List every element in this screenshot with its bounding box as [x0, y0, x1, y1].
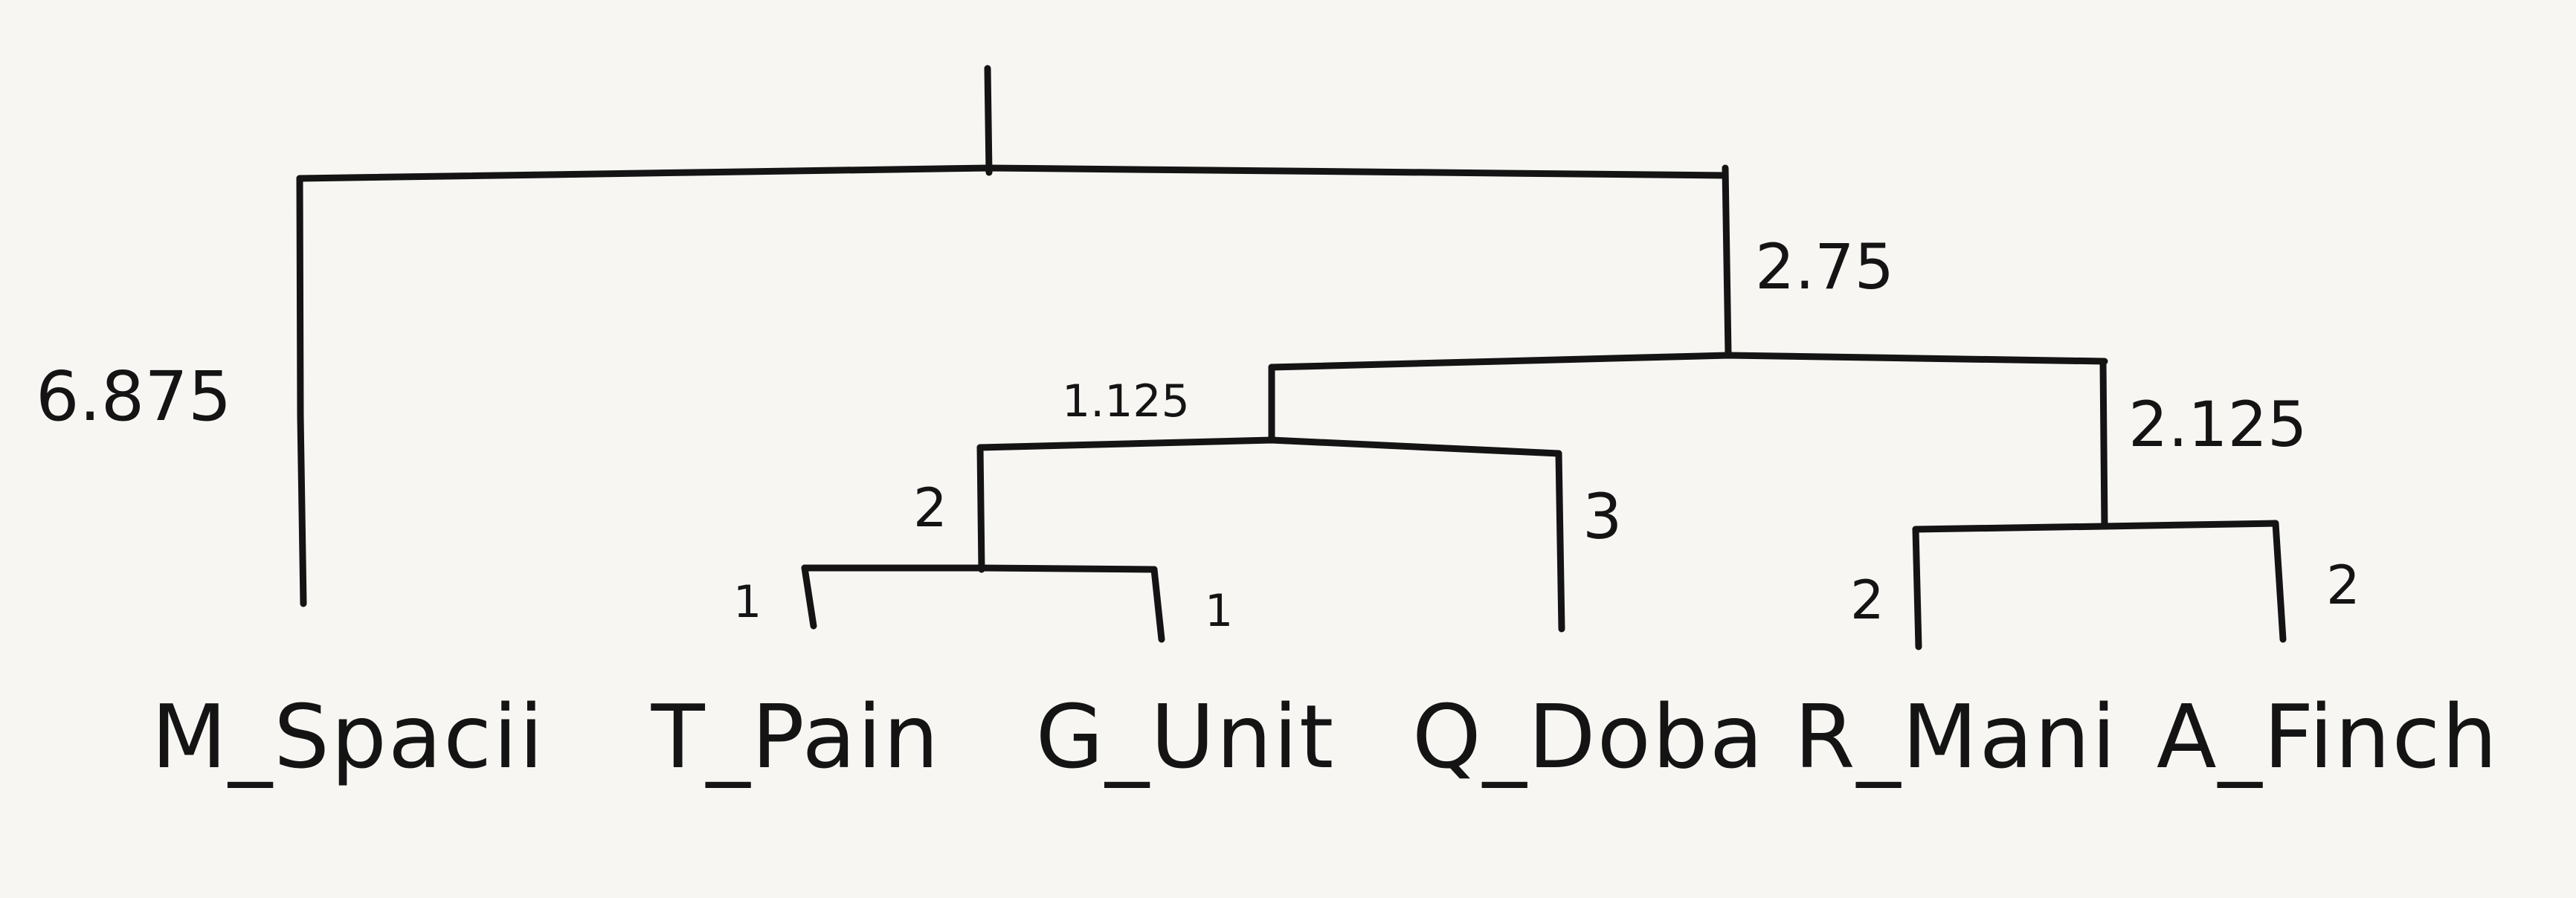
branch-tpain-gunit: [976, 444, 985, 573]
length-label-tpain-gunit-qdoba: 1.125: [1062, 375, 1190, 427]
length-label-rmani: 2: [1850, 569, 1884, 631]
leaf-label: G_Unit: [1036, 685, 1336, 788]
branch-rmani: [1912, 526, 1922, 650]
length-label-tpain: 1: [733, 576, 761, 628]
leaf-label: M_Spacii: [151, 685, 544, 788]
branch-right-clade: [1722, 164, 1732, 358]
branch-gunit: [1150, 566, 1165, 643]
leaf-label: Q_Doba: [1412, 685, 1765, 788]
rmani-afinch-connector: [1912, 520, 2279, 533]
length-label-rmani-afinch: 2.125: [2128, 388, 2307, 461]
leaf-label: R_Mani: [1794, 685, 2118, 788]
tpain-gunit-connector: [801, 564, 1158, 573]
length-label-m-spacii: 6.875: [36, 357, 231, 436]
leaf-label: A_Finch: [2157, 685, 2499, 788]
root-stem: [984, 65, 993, 176]
length-label-right-clade: 2.75: [1755, 230, 1894, 303]
branch-m-spacii: [296, 175, 307, 607]
branch-tpain: [801, 564, 817, 630]
branch-afinch: [2272, 520, 2287, 643]
branch-qdoba: [1555, 450, 1565, 633]
right-clade-connector: [1268, 352, 2108, 371]
root-connector: [296, 164, 1729, 182]
length-label-qdoba: 3: [1582, 480, 1622, 553]
length-label-afinch: 2: [2326, 554, 2360, 616]
tpain-gunit-qdoba-connector: [976, 436, 1562, 457]
branch-rmani-afinch: [2099, 358, 2108, 530]
length-label-tpain-gunit: 2: [913, 477, 947, 539]
leaf-label: T_Pain: [651, 685, 941, 788]
length-label-gunit: 1: [1205, 585, 1233, 637]
